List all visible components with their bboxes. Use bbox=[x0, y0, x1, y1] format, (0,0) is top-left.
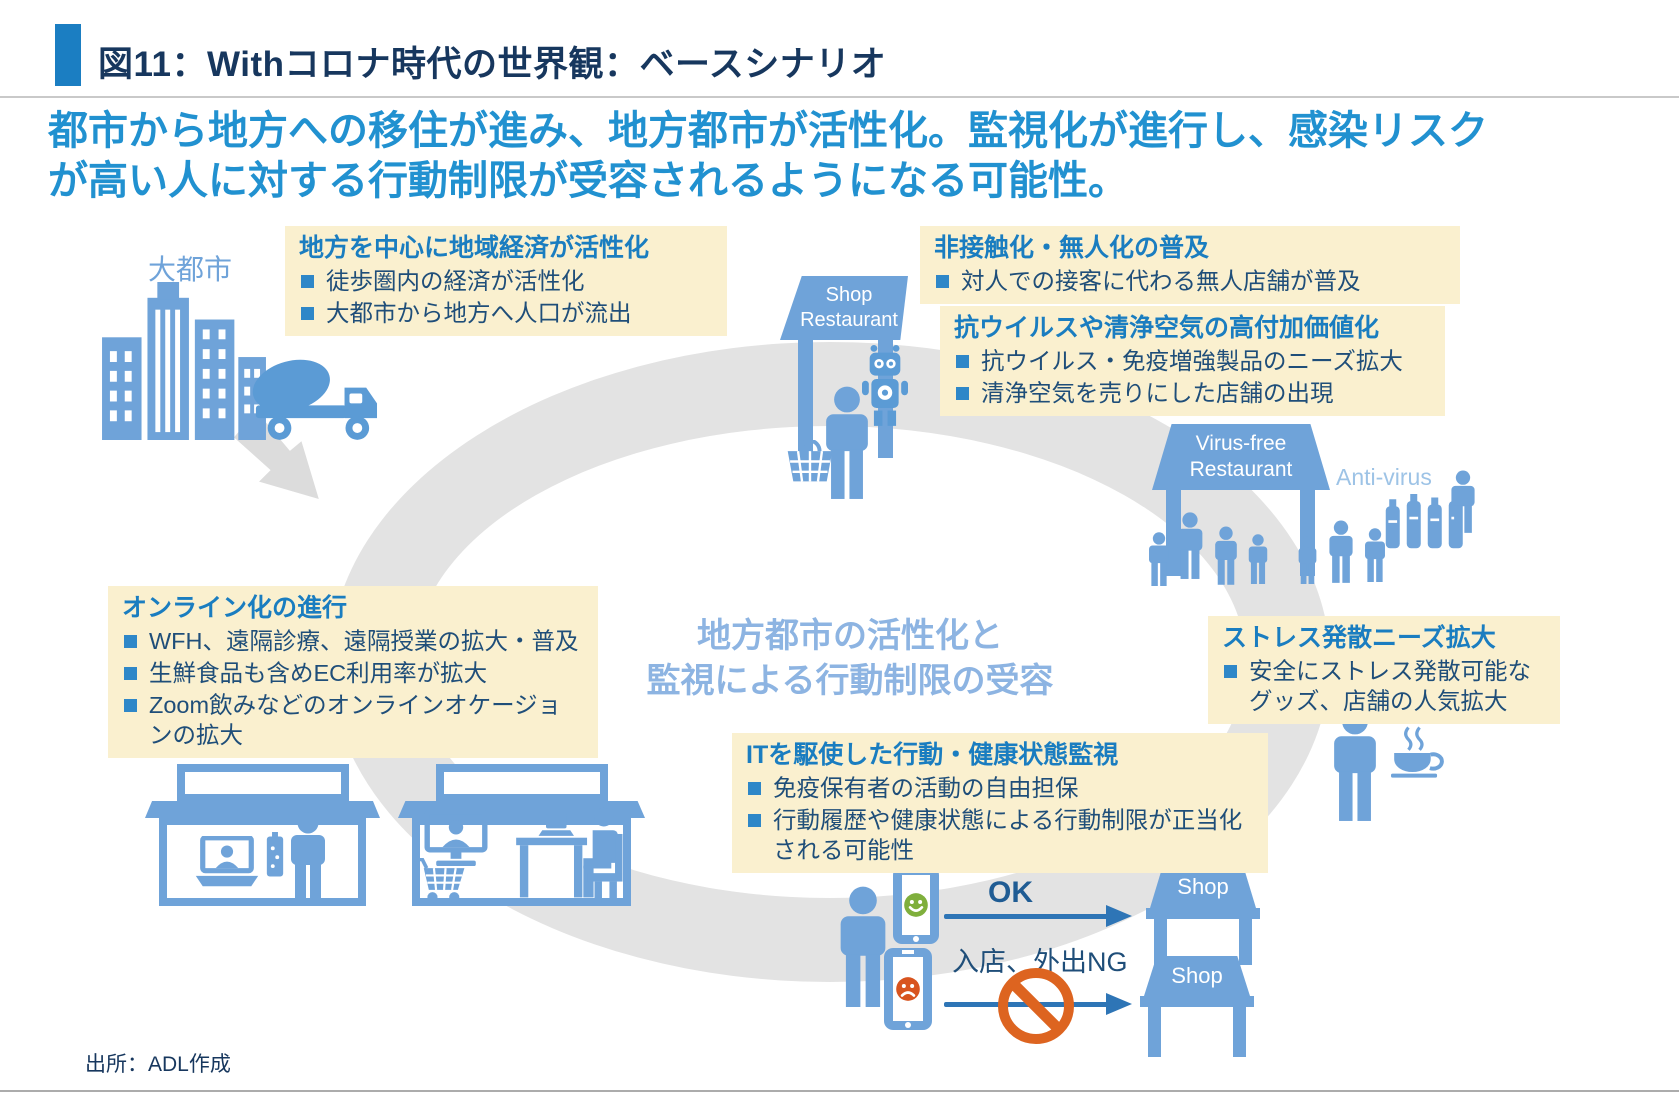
shopping-cart-icon bbox=[412, 858, 466, 903]
home-person-icon bbox=[286, 812, 330, 904]
center-statement: 地方都市の活性化と 監視による行動制限の受容 bbox=[590, 614, 1110, 704]
footer-divider bbox=[0, 1090, 1679, 1092]
awning-label: Shop bbox=[1171, 963, 1223, 989]
awning-label-line1: Shop bbox=[825, 284, 873, 306]
figure-title: 図11：Withコロナ時代の世界観：ベースシナリオ bbox=[98, 45, 887, 84]
bullet-item: 抗ウイルス・免疫増強製品のニーズ拡大 bbox=[954, 346, 1431, 376]
awning-leg bbox=[798, 340, 813, 458]
callout-contactless: 非接触化・無人化の普及 対人での接客に代わる無人店舗が普及 bbox=[920, 226, 1460, 304]
bullet-item: 免疫保有者の活動の自由担保 bbox=[746, 773, 1254, 803]
bullet-item: WFH、遠隔診療、遠隔授業の拡大・普及 bbox=[122, 626, 584, 656]
big-city-label: 大都市 bbox=[148, 254, 233, 285]
anti-virus-label: Anti-virus bbox=[1336, 464, 1432, 490]
bullet-item: 大都市から地方へ人口が流出 bbox=[299, 298, 713, 328]
shop-ok-awning: Shop bbox=[1150, 866, 1256, 908]
bullet-square-icon bbox=[124, 699, 137, 712]
callout-local-economy: 地方を中心に地域経済が活性化 徒歩圏内の経済が活性化 大都市から地方へ人口が流出 bbox=[285, 226, 727, 336]
bullet-square-icon bbox=[124, 635, 137, 648]
bullet-square-icon bbox=[748, 814, 761, 827]
shop-roof bbox=[145, 801, 380, 818]
shop-body bbox=[159, 817, 366, 906]
relax-person-icon bbox=[1328, 708, 1382, 821]
shop-leg bbox=[1148, 1007, 1161, 1057]
health-status-phone-ok bbox=[893, 866, 939, 944]
awning-label-line2: Restaurant bbox=[1189, 458, 1293, 481]
bullet-square-icon bbox=[936, 275, 949, 288]
bullet-square-icon bbox=[1224, 665, 1237, 678]
shop-signboard bbox=[435, 764, 608, 802]
bullet-item: 対人での接客に代わる無人店舗が普及 bbox=[934, 266, 1446, 296]
bullet-item: 徒歩圏内の経済が活性化 bbox=[299, 266, 713, 296]
shop-counter bbox=[1146, 908, 1260, 919]
virus-free-awning: Virus-free Restaurant bbox=[1152, 424, 1330, 490]
city-buildings-icon bbox=[100, 282, 268, 440]
shop-leg bbox=[1239, 919, 1252, 965]
title-accent-bar bbox=[55, 24, 81, 86]
shop-ng-awning: Shop bbox=[1144, 956, 1250, 996]
bullet-square-icon bbox=[301, 275, 314, 288]
callout-title: 地方を中心に地域経済が活性化 bbox=[299, 234, 650, 262]
smiley-face-icon bbox=[903, 892, 929, 918]
health-status-phone-ng bbox=[884, 948, 932, 1030]
ok-arrow-icon bbox=[944, 902, 1134, 930]
bullet-item: 生鮮食品も含めEC利用率が拡大 bbox=[122, 658, 584, 688]
bullet-square-icon bbox=[301, 307, 314, 320]
shop-signboard bbox=[176, 764, 349, 802]
bullet-square-icon bbox=[956, 387, 969, 400]
bullet-item: 行動履歴や健康状態による行動制限が正当化される可能性 bbox=[746, 805, 1254, 865]
header-divider bbox=[0, 96, 1679, 98]
cement-truck-icon bbox=[250, 350, 378, 444]
center-line-1: 地方都市の活性化と bbox=[697, 617, 1003, 655]
awning-label-line1: Virus-free bbox=[1195, 431, 1287, 455]
awning-label-line2: Restaurant bbox=[800, 309, 898, 331]
bullet-item: 安全にストレス発散可能なグッズ、店舗の人気拡大 bbox=[1222, 656, 1546, 716]
callout-clean-air: 抗ウイルスや清浄空気の高付加価値化 抗ウイルス・免疫増強製品のニーズ拡大 清浄空… bbox=[940, 306, 1445, 416]
bullet-square-icon bbox=[124, 667, 137, 680]
callout-it-monitoring: ITを駆使した行動・健康状態監視 免疫保有者の活動の自由担保 行動履歴や健康状態… bbox=[732, 733, 1268, 873]
coffee-cup-icon bbox=[1386, 726, 1450, 780]
bullet-item: 清浄空気を売りにした店舗の出現 bbox=[954, 378, 1431, 408]
anti-virus-person-icon bbox=[1448, 470, 1478, 533]
awning-leg bbox=[1166, 490, 1181, 576]
desk-worker-icon bbox=[490, 806, 630, 903]
ok-label: OK bbox=[988, 876, 1033, 909]
shopping-basket-icon bbox=[786, 440, 834, 483]
lead-line-2: が高い人に対する行動制限が受容されるようになる可能性。 bbox=[48, 159, 1128, 203]
shop-leg bbox=[1154, 919, 1167, 965]
lead-statement: 都市から地方への移住が進み、地方都市が活性化。監視化が進行し、感染リスク が高い… bbox=[48, 106, 1648, 206]
callout-stress: ストレス発散ニーズ拡大 安全にストレス発散可能なグッズ、店舗の人気拡大 bbox=[1208, 616, 1560, 724]
source-note: 出所：ADL作成 bbox=[85, 1053, 231, 1076]
sad-face-icon bbox=[895, 976, 921, 1002]
queue-person-icon bbox=[1174, 512, 1206, 579]
callout-title: オンライン化の進行 bbox=[122, 594, 348, 622]
home-shop-building bbox=[145, 764, 380, 906]
bullet-item: Zoom飲みなどのオンラインオケージョンの拡大 bbox=[122, 690, 584, 750]
callout-title: 抗ウイルスや清浄空気の高付加価値化 bbox=[954, 314, 1380, 342]
queue-person-icon bbox=[1326, 520, 1356, 583]
queue-person-icon bbox=[1212, 526, 1240, 585]
shop-counter bbox=[1140, 996, 1254, 1007]
callout-title: ストレス発散ニーズ拡大 bbox=[1222, 624, 1496, 652]
lead-line-1: 都市から地方への移住が進み、地方都市が活性化。監視化が進行し、感染リスク bbox=[48, 109, 1488, 153]
queue-person-icon bbox=[1246, 534, 1270, 584]
center-line-2: 監視による行動制限の受容 bbox=[646, 662, 1054, 700]
prohibition-icon bbox=[998, 968, 1074, 1044]
bullet-square-icon bbox=[956, 355, 969, 368]
video-call-laptop-icon bbox=[192, 836, 262, 888]
callout-title: ITを駆使した行動・健康状態監視 bbox=[746, 741, 1119, 769]
callout-title: 非接触化・無人化の普及 bbox=[934, 234, 1210, 262]
drink-glass-icon bbox=[266, 832, 284, 878]
shop-restaurant-awning: Shop Restaurant bbox=[780, 276, 908, 340]
bullet-square-icon bbox=[748, 782, 761, 795]
queue-person-icon bbox=[1296, 536, 1319, 584]
callout-online: オンライン化の進行 WFH、遠隔診療、遠隔授業の拡大・普及 生鮮食品も含めEC利… bbox=[108, 586, 598, 758]
awning-label: Shop bbox=[1177, 874, 1229, 900]
queue-person-icon bbox=[1146, 532, 1172, 586]
shop-leg bbox=[1233, 1007, 1246, 1057]
